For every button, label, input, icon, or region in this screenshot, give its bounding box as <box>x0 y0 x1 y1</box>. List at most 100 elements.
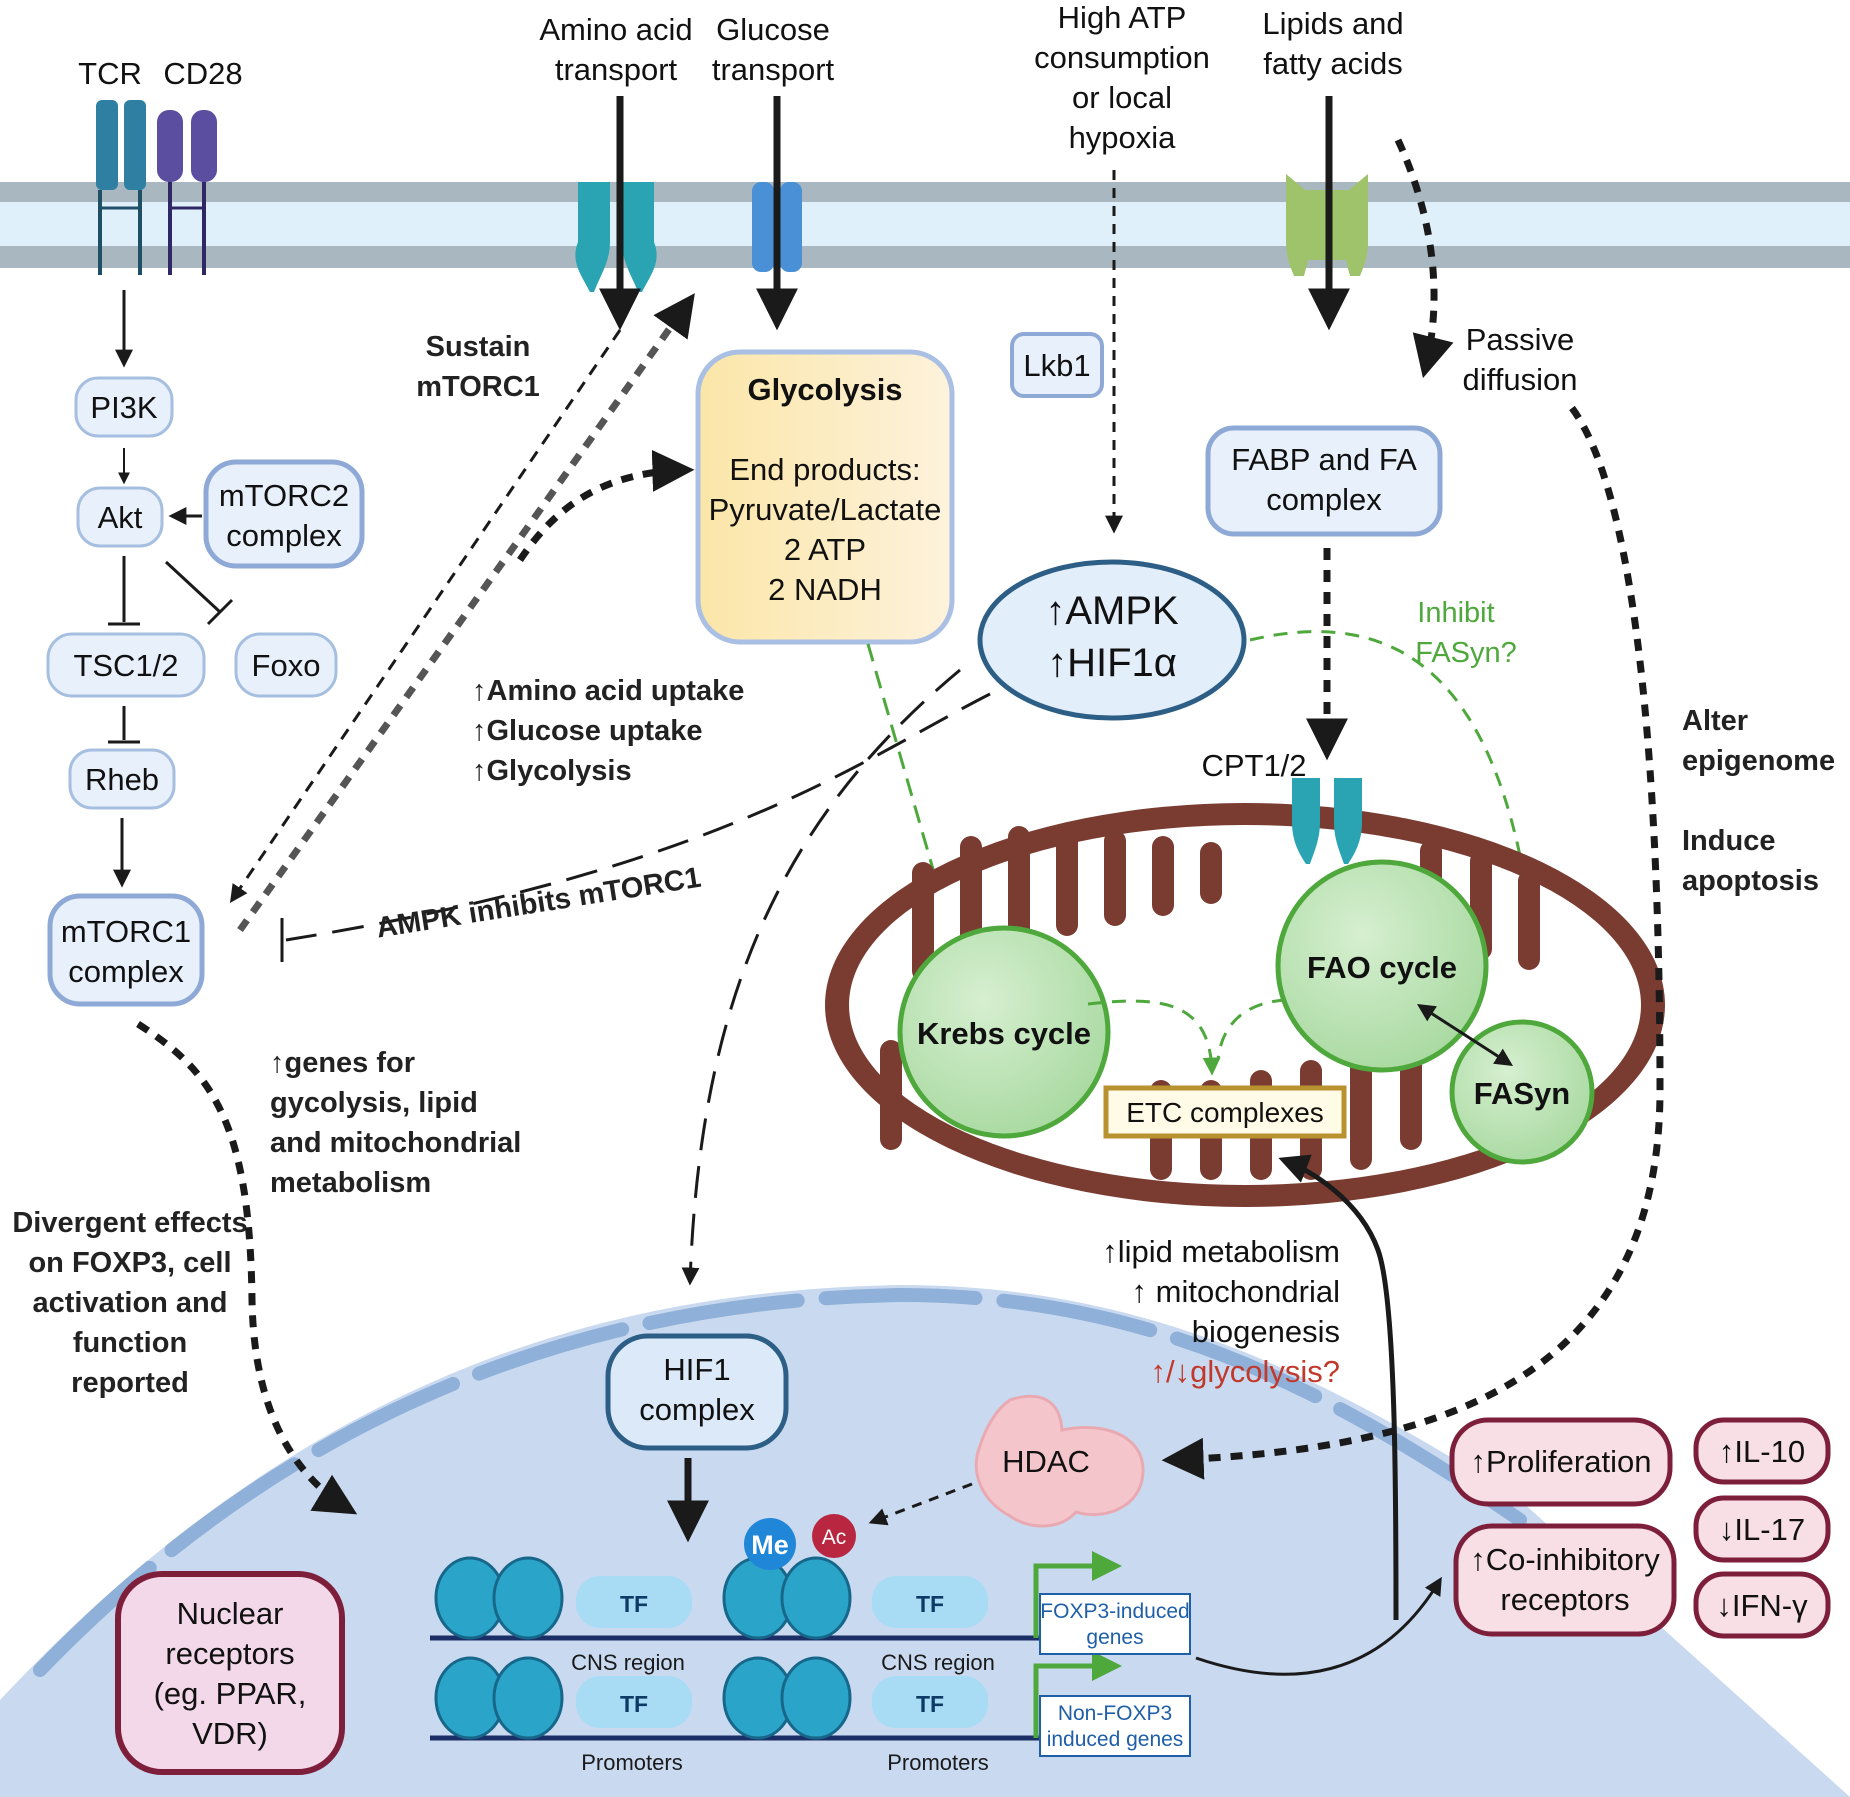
acetyl-mark-icon: Ac <box>812 1514 856 1558</box>
ampk-to-hif1-arrow <box>681 668 961 1286</box>
chromatin-row-promoters: TF TF Promoters Promoters <box>430 1656 1040 1775</box>
mtorc1-uptake-arrow <box>237 293 695 933</box>
il17-label: ↓IL-17 <box>1719 1512 1805 1547</box>
glucose-transporter-icon <box>752 182 802 272</box>
passive-diffusion-arrow <box>1394 138 1454 379</box>
cd28-label: CD28 <box>163 56 242 91</box>
rheb-label: Rheb <box>85 762 159 797</box>
tsc-label: TSC1/2 <box>73 648 178 683</box>
akt-label: Akt <box>98 500 143 535</box>
foxo-label: Foxo <box>252 648 321 683</box>
krebs-to-etc-arrow <box>1087 999 1221 1076</box>
promoters-label-1: Promoters <box>581 1750 682 1775</box>
cd28-receptor-icon <box>157 110 217 275</box>
mtorc1-to-glycolysis-arrow <box>517 449 695 562</box>
rheb-node: Rheb <box>68 748 176 810</box>
ampk-inhibits-mtorc1-label: AMPK inhibits mTORC1 <box>374 862 703 945</box>
fao-to-etc-line <box>1216 998 1287 1061</box>
cpt-channel-icon <box>1292 778 1362 864</box>
plasma-membrane <box>0 182 1850 268</box>
krebs-cycle: Krebs cycle <box>897 925 1111 1139</box>
tf-label-4: TF <box>916 1691 944 1717</box>
il10-badge: ↑IL-10 <box>1693 1417 1831 1485</box>
promoters-label-2: Promoters <box>887 1750 988 1775</box>
tcr-receptor-icon <box>96 100 146 275</box>
lkb1-label: Lkb1 <box>1023 348 1090 383</box>
etc-label: ETC complexes <box>1126 1097 1324 1128</box>
hdac-node: HDAC <box>974 1394 1145 1528</box>
ampk-inhibits-mtorc1-line <box>285 692 991 942</box>
ampk-label: ↑AMPK <box>1045 589 1179 633</box>
il17-badge: ↓IL-17 <box>1693 1495 1831 1563</box>
proliferation-badge: ↑Proliferation <box>1449 1417 1673 1507</box>
methyl-mark-icon: Me <box>744 1518 796 1570</box>
fao-cycle-label: FAO cycle <box>1307 950 1457 985</box>
mtorc1-to-nucleus-arrow <box>136 1021 358 1515</box>
chromatin-row-cns: TF TF CNS region CNS region <box>430 1556 1040 1675</box>
lkb1-node: Lkb1 <box>1010 332 1104 398</box>
acetyl-label: Ac <box>822 1526 847 1549</box>
fao-cycle: FAO cycle <box>1275 859 1489 1073</box>
uptake-label: ↑Amino acid uptake↑Glucose uptake↑Glycol… <box>472 675 744 787</box>
proliferation-label: ↑Proliferation <box>1471 1444 1652 1479</box>
ifng-label: ↓IFN-γ <box>1716 1588 1808 1623</box>
glycolysis-title: Glycolysis <box>747 372 902 407</box>
pi3k-node: PI3K <box>74 376 174 438</box>
etc-complexes: ETC complexes <box>1103 1085 1347 1139</box>
ifng-badge: ↓IFN-γ <box>1693 1571 1831 1639</box>
akt-inhibits-foxo-line <box>164 560 222 614</box>
cns-region-label-2: CNS region <box>881 1650 995 1675</box>
fasyn-cycle: FASyn <box>1449 1019 1595 1165</box>
cpt-label: CPT1/2 <box>1201 748 1306 783</box>
foxp3-gene-arrow <box>1033 1551 1122 1638</box>
sustain-mtorc1-arrow <box>229 329 622 903</box>
il10-label: ↑IL-10 <box>1719 1434 1805 1469</box>
nonfoxp3-gene-arrow <box>1033 1651 1122 1738</box>
akt-inhibits-foxo-bar <box>206 598 234 626</box>
hdac-label: HDAC <box>1002 1444 1090 1479</box>
genes-to-outcomes-arrow <box>1195 1576 1442 1676</box>
cns-region-label-1: CNS region <box>571 1650 685 1675</box>
methyl-label: Me <box>751 1530 789 1560</box>
fao-fasyn-arrow <box>1416 1004 1514 1066</box>
fasyn-label: FASyn <box>1474 1076 1570 1111</box>
tcr-label: TCR <box>78 56 142 91</box>
glycolysis-question-label: ↑/↓glycolysis? <box>1151 1354 1341 1389</box>
krebs-cycle-label: Krebs cycle <box>917 1016 1091 1051</box>
hif1a-label: ↑HIF1α <box>1047 641 1177 685</box>
tf-label-3: TF <box>620 1691 648 1717</box>
pi3k-label: PI3K <box>90 390 158 425</box>
foxo-node: Foxo <box>234 632 338 698</box>
ampk-hif1a-node: ↑AMPK ↑HIF1α <box>977 559 1247 721</box>
